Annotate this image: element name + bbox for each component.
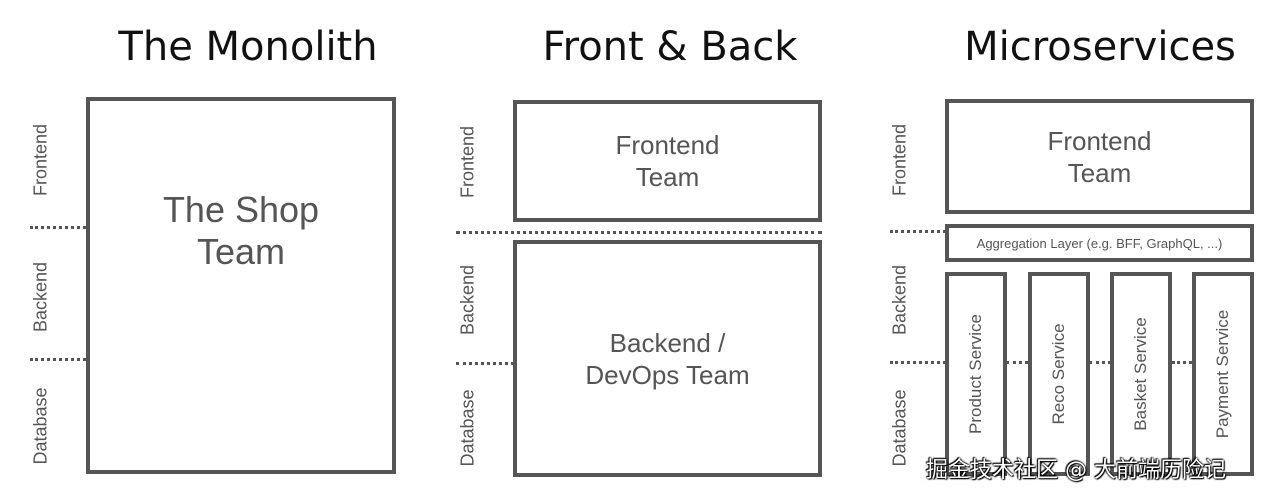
aggregation-layer-box: Aggregation Layer (e.g. BFF, GraphQL, ..… xyxy=(945,224,1254,262)
monolith-title: The Monolith xyxy=(118,24,378,70)
microservices-divider-gap-2 xyxy=(1089,361,1111,364)
watermark: 掘金技术社区 @ 大前端历险记 xyxy=(926,458,1226,483)
payment-service-box xyxy=(1192,272,1254,476)
microservices-divider-gap-3 xyxy=(1172,361,1192,364)
micro-frontend-team-box: Frontend Team xyxy=(945,99,1254,214)
reco-service-box xyxy=(1028,272,1090,476)
microservices-divider-frontend-backend xyxy=(890,230,946,233)
backend-devops-team-box: Backend / DevOps Team xyxy=(513,240,822,477)
backend-devops-team-label: Backend / DevOps Team xyxy=(585,327,750,390)
shop-team-label: The Shop Team xyxy=(162,189,320,272)
front-back-divider-backend-database xyxy=(456,362,514,365)
monolith-divider-frontend-backend xyxy=(30,226,86,229)
basket-service-box xyxy=(1110,272,1172,476)
front-back-divider-frontend-backend xyxy=(456,231,822,234)
front-back-title: Front & Back xyxy=(542,24,798,70)
microservices-divider-backend-database xyxy=(890,361,946,364)
microservices-title: Microservices xyxy=(964,24,1236,70)
product-service-box xyxy=(945,272,1007,476)
micro-frontend-team-label: Frontend Team xyxy=(1047,125,1152,188)
aggregation-layer-label: Aggregation Layer (e.g. BFF, GraphQL, ..… xyxy=(976,235,1223,251)
monolith-divider-backend-database xyxy=(30,358,86,361)
shop-team-box: The Shop Team xyxy=(86,97,396,474)
microservices-divider-gap-1 xyxy=(1006,361,1028,364)
frontend-team-label: Frontend Team xyxy=(615,130,720,192)
frontend-team-box: Frontend Team xyxy=(513,100,822,222)
